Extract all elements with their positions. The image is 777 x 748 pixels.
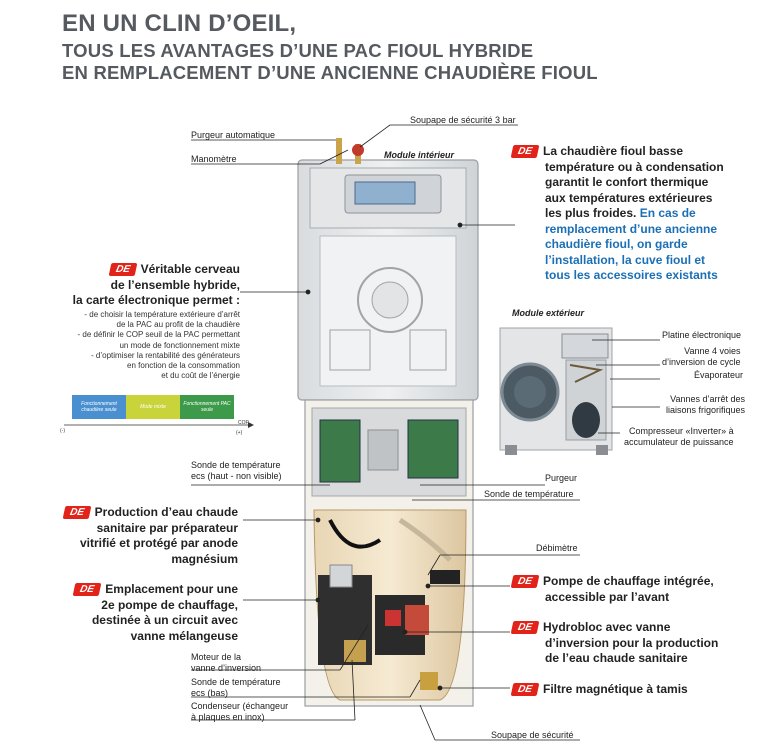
label-line: à plaques en inox) (191, 711, 265, 722)
feature-carte-details: - de choisir la température extérieure d… (10, 310, 240, 381)
label-purgeur: Purgeur (545, 473, 578, 483)
interior-module-label: Module intérieur (384, 150, 455, 160)
label-line: vanne d’inversion (191, 662, 262, 673)
feature-text: tous les accessoires existants (545, 268, 718, 282)
feature-text: les plus froides. (545, 206, 637, 220)
label-line: Compresseur «Inverter» à (629, 426, 734, 436)
detail-line: un mode de fonctionnement mixte (119, 340, 240, 350)
label-line: ecs (bas) (191, 687, 229, 698)
label-manometre: Manomètre (191, 154, 237, 164)
de-dietrich-logo-icon: DE (108, 263, 137, 277)
label-vanne-4-voies: Vanne 4 voies d’inversion de cycle (662, 346, 741, 367)
page-subtitle-line-1: TOUS LES AVANTAGES D’UNE PAC FIOUL HYBRI… (62, 40, 534, 61)
cop-axis-label: COP (238, 420, 249, 426)
label-purgeur-automatique: Purgeur automatique (191, 130, 276, 140)
feature-text: sanitaire par préparateur (96, 520, 238, 535)
exterior-module (499, 327, 613, 455)
feature-text: Véritable cerveau (140, 262, 240, 276)
label-soupape-3bar: Soupape de sécurité 3 bar (410, 115, 516, 125)
detail-line: et du coût de l’énergie (161, 371, 240, 381)
page-title: EN UN CLIN D’OEIL, (62, 10, 297, 37)
feature-text: vitrifié et protégé par anode (79, 536, 238, 550)
feature-text: magnésium (171, 551, 238, 566)
label-compresseur: Compresseur «Inverter» à accumulateur de… (624, 426, 734, 447)
detail-line: de la PAC au profit de la chaudière (116, 320, 240, 330)
label-line: Vanne 4 voies (684, 346, 741, 356)
label-sonde-ecs-haut: Sonde de température ecs (haut - non vis… (191, 460, 282, 481)
detail-line: - de choisir la température extérieure d… (84, 310, 240, 319)
label-line: Sonde de température (191, 677, 281, 687)
feature-text: Hydrobloc avec vanne (543, 620, 671, 634)
feature-text: température ou à condensation (545, 159, 724, 174)
label-debitmetre: Débimètre (536, 543, 578, 553)
feature-text: 2e pompe de chauffage, (101, 597, 238, 612)
page-subtitle-line-2: EN REMPLACEMENT D’UNE ANCIENNE CHAUDIÈRE… (62, 62, 598, 83)
label-line: d’inversion de cycle (662, 356, 741, 367)
feature-text: Production d’eau chaude (94, 505, 238, 519)
de-dietrich-logo-icon: DE (510, 575, 540, 589)
label-soupape: Soupape de sécurité (491, 730, 574, 740)
feature-text: Pompe de chauffage intégrée, (543, 574, 714, 588)
cop-segment-chaudiere: Fonctionnement chaudière seule (72, 395, 126, 419)
feature-text: destinée à un circuit avec (91, 613, 238, 627)
label-sonde-temperature: Sonde de température (484, 489, 574, 499)
feature-text: l’installation, la cuve fioul et (545, 252, 706, 267)
interior-module-lower (304, 399, 474, 707)
de-dietrich-logo-icon: DE (510, 683, 540, 697)
feature-text: Emplacement pour une (105, 582, 238, 596)
de-dietrich-logo-icon: DE (72, 583, 102, 597)
label-line: liaisons frigorifiques (666, 404, 746, 415)
interior-module-upper (297, 138, 479, 401)
label-line: accumulateur de puissance (624, 436, 734, 447)
feature-text: La chaudière fioul basse (543, 144, 684, 158)
label-moteur-vanne: Moteur de la vanne d’inversion (191, 652, 261, 673)
label-line: ecs (haut - non visible) (191, 470, 282, 481)
label-evaporateur: Évaporateur (694, 370, 744, 380)
feature-text: de l’eau chaude sanitaire (545, 651, 688, 665)
detail-line: - d’optimiser la rentabilité des générat… (91, 350, 240, 360)
label-line: Condenseur (échangeur (191, 701, 289, 711)
feature-text: d’inversion pour la production (545, 635, 719, 650)
cop-segment-mixte: Mode mixte (126, 395, 180, 419)
label-line: Moteur de la (191, 652, 242, 662)
feature-text: chaudière fioul, on garde (545, 237, 688, 251)
detail-line: - de définir le COP seuil de la PAC perm… (77, 330, 240, 340)
cop-segment-pac: Fonctionnement PAC seule (180, 395, 234, 419)
label-line: Vannes d’arrêt des (670, 394, 746, 404)
detail-line: en fonction de la consommation (127, 361, 240, 371)
label-condenseur: Condenseur (échangeur à plaques en inox) (191, 701, 288, 722)
de-dietrich-logo-icon: DE (62, 506, 92, 520)
feature-text: remplacement d’une ancienne (545, 221, 718, 236)
label-line: Sonde de température (191, 460, 281, 470)
feature-text: aux températures extérieures (545, 190, 713, 205)
feature-text: vanne mélangeuse (130, 628, 238, 643)
label-platine: Platine électronique (662, 330, 742, 340)
exterior-module-label: Module extérieur (512, 308, 585, 318)
feature-text: Filtre magnétique à tamis (543, 682, 688, 696)
feature-text: la carte électronique permet : (72, 293, 240, 307)
feature-text: accessible par l’avant (545, 589, 670, 604)
de-dietrich-logo-icon: DE (510, 145, 540, 159)
feature-text: de l’ensemble hybride, (110, 277, 240, 292)
cop-mode-chart: Fonctionnement chaudière seule Mode mixt… (72, 395, 234, 419)
feature-text: En cas de (636, 206, 696, 220)
de-dietrich-logo-icon: DE (510, 621, 540, 635)
label-sonde-ecs-bas: Sonde de température ecs (bas) (191, 677, 281, 698)
feature-text: garantit le confort thermique (545, 175, 709, 189)
cop-axis-max: (+) (236, 430, 243, 436)
cop-axis-min: (-) (60, 428, 65, 434)
label-vannes-arret: Vannes d’arrêt des liaisons frigorifique… (666, 394, 745, 415)
